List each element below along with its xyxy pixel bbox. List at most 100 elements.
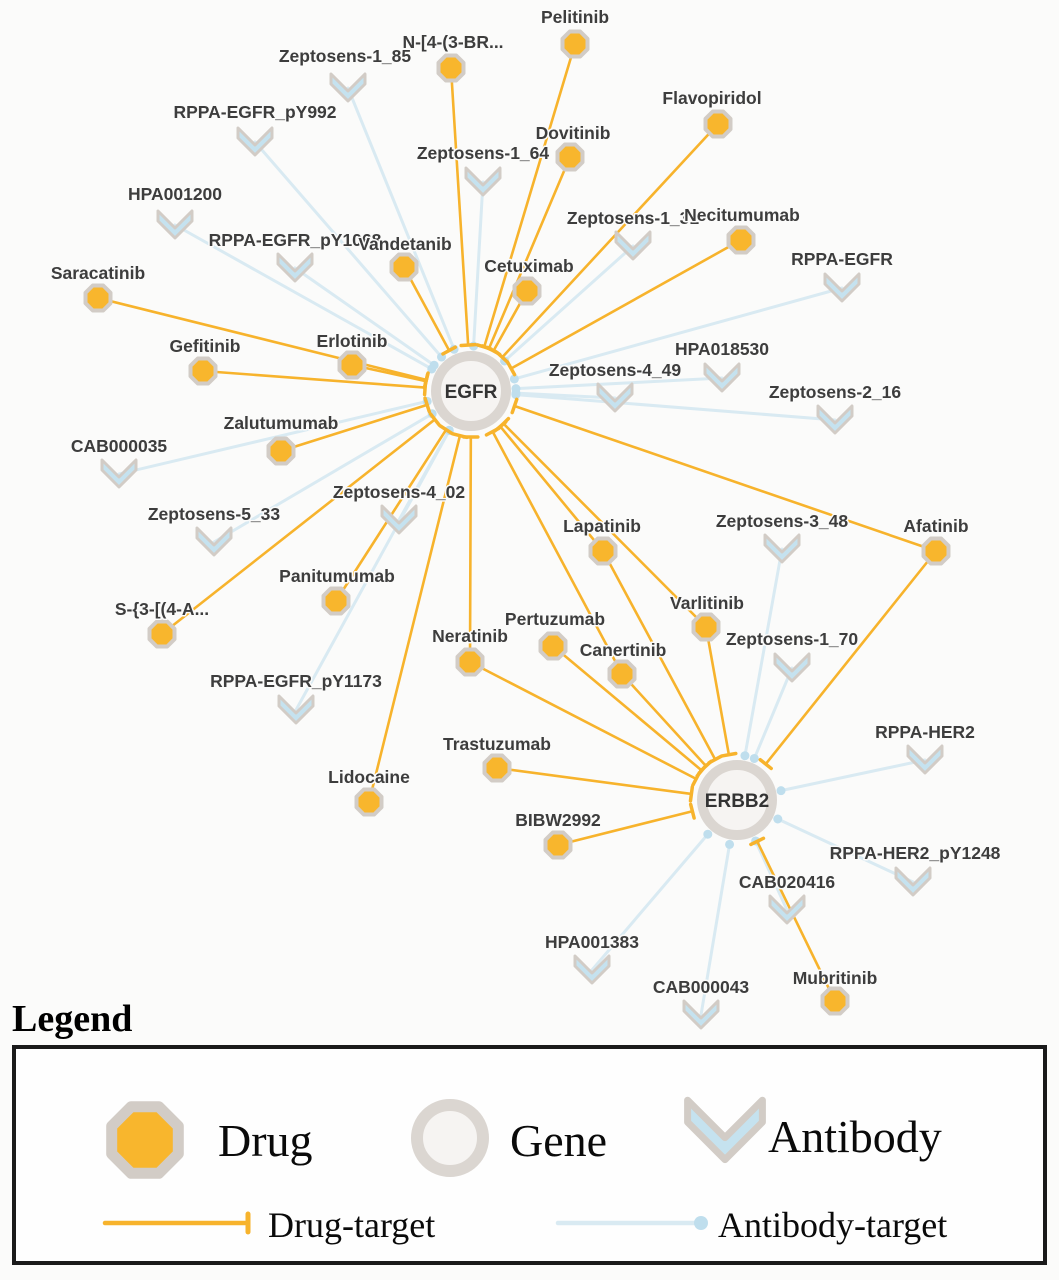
edge-drug-afatinib-erbb2: [764, 549, 938, 766]
antibody-node-cab020416: [768, 894, 806, 925]
drug-node-erlotinib: [337, 350, 367, 380]
drug-node-panitumumab: [321, 586, 351, 616]
antibody-node-zeptosens-1-31: [614, 230, 652, 261]
drug-node-bibw2992: [543, 830, 573, 860]
drug-label-vandetanib: Vandetanib: [358, 234, 451, 254]
labels-layer: EGFRERBB2Zeptosens-1_85RPPA-EGFR_pY992Ze…: [49, 6, 1002, 999]
edge-drug-mubritinib-erbb2: [755, 840, 837, 1003]
drug-label-cetuximab: Cetuximab: [484, 256, 573, 276]
antibody-label-cab000035: CAB000035: [71, 436, 168, 456]
edge-dot-rppa-egfr-egfr: [509, 374, 519, 384]
antibody-label-rppa-egfr-py992: RPPA-EGFR_pY992: [173, 102, 336, 122]
edge-antibody-rppa-egfr-py1068-egfr: [293, 266, 436, 367]
edge-tee-zalutumumab-egfr: [423, 396, 431, 414]
legend-icons: [102, 1096, 766, 1235]
edge-drug-neratinib-egfr: [468, 435, 473, 664]
drug-node-trastuzumab: [482, 753, 512, 783]
drug-node-afatinib: [921, 536, 951, 566]
drug-label-canertinib: Canertinib: [580, 640, 667, 660]
drug-node-canertinib: [607, 659, 637, 689]
antibody-node-rppa-egfr-py1173: [277, 694, 315, 725]
drug-label-varlitinib: Varlitinib: [670, 593, 744, 613]
antibody-node-hpa001383: [573, 954, 611, 985]
antibody-label-zeptosens-1-70: Zeptosens-1_70: [726, 629, 859, 649]
antibody-node-zeptosens-2-16: [816, 404, 854, 435]
antibody-label-zeptosens-1-31: Zeptosens-1_31: [567, 208, 700, 228]
antibody-node-zeptosens-5-33: [195, 526, 233, 557]
edge-antibody-hpa001383-erbb2: [590, 832, 710, 972]
legend-box: [12, 1045, 1047, 1265]
edge-drug-zalutumumab-egfr: [279, 403, 429, 453]
legend-drug-icon: [106, 1101, 184, 1179]
edge-drug-lapatinib-erbb2: [601, 549, 717, 761]
legend-gene-icon: [411, 1099, 489, 1177]
drug-label-s-3-4-a: S-{3-[(4-A...: [115, 599, 209, 619]
drug-label-afatinib: Afatinib: [903, 516, 968, 536]
edge-drug-saracatinib-egfr: [96, 296, 428, 382]
edges-antibody-layer: [117, 86, 927, 1017]
drug-label-flavopiridol: Flavopiridol: [662, 88, 761, 108]
edge-antibody-rppa-egfr-py1173-egfr: [294, 428, 451, 712]
edge-drug-s-3-4-a-egfr: [160, 418, 437, 636]
drug-label-mubritinib: Mubritinib: [793, 968, 878, 988]
legend-antibody-icon: [684, 1096, 766, 1164]
edge-tee-erlotinib-egfr: [422, 372, 430, 390]
antibody-label-zeptosens-3-48: Zeptosens-3_48: [716, 511, 849, 531]
antibody-node-rppa-her2-py1248: [894, 866, 932, 897]
edge-antibody-zeptosens-5-33-egfr: [212, 412, 434, 544]
legend-label-antibody-target: Antibody-target: [718, 1205, 947, 1245]
edge-antibody-hpa001200-egfr: [173, 223, 434, 371]
edge-drug-varlitinib-egfr: [502, 422, 708, 629]
drug-node-pertuzumab: [538, 631, 568, 661]
antibody-node-zeptosens-3-48: [763, 533, 801, 564]
edge-tee-necitumumab-egfr: [505, 360, 517, 377]
edge-dot-rppa-her2-erbb2: [776, 786, 786, 796]
antibody-node-cab000043: [682, 999, 720, 1030]
drug-label-lidocaine: Lidocaine: [328, 767, 410, 787]
drug-node-cetuximab: [512, 276, 542, 306]
antibody-node-rppa-egfr-py1068: [276, 252, 314, 283]
drug-node-varlitinib: [691, 612, 721, 642]
edge-dot-zeptosens-2-16-egfr: [511, 390, 521, 400]
edge-dot-rppa-egfr-py1068-egfr: [429, 360, 439, 370]
antibody-label-zeptosens-2-16: Zeptosens-2_16: [769, 382, 902, 402]
drug-label-n-4-3-br: N-[4-(3-BR...: [402, 32, 503, 52]
edge-drug-vandetanib-egfr: [402, 265, 451, 352]
edge-tee-canertinib-egfr: [484, 426, 501, 437]
edge-drug-neratinib-erbb2: [468, 660, 698, 781]
edge-tee-s-3-4-a-egfr: [428, 412, 441, 427]
antibody-label-rppa-egfr-py1068: RPPA-EGFR_pY1068: [209, 230, 382, 250]
edge-drug-gefitinib-egfr: [201, 369, 427, 389]
antibody-node-cab000035: [100, 458, 138, 489]
gene-label-erbb2: ERBB2: [705, 791, 769, 812]
drug-label-neratinib: Neratinib: [432, 626, 508, 646]
antibody-label-rppa-egfr: RPPA-EGFR: [791, 249, 893, 269]
drug-node-neratinib: [455, 647, 485, 677]
legend-antibody-target-dot: [694, 1216, 708, 1230]
drug-label-gefitinib: Gefitinib: [170, 336, 241, 356]
edge-antibody-zeptosens-2-16-egfr: [514, 393, 837, 422]
drug-label-pelitinib: Pelitinib: [541, 7, 609, 27]
edge-drug-pertuzumab-erbb2: [551, 644, 704, 772]
edge-antibody-zeptosens-1-70-erbb2: [752, 666, 794, 760]
edge-antibody-cab020416-erbb2: [754, 839, 789, 912]
antibody-node-rppa-her2: [906, 744, 944, 775]
antibody-node-hpa001200: [156, 209, 194, 240]
edge-tee-afatinib-egfr: [510, 397, 519, 415]
edge-antibody-rppa-egfr-py992-egfr: [253, 140, 444, 359]
antibody-label-hpa001383: HPA001383: [545, 932, 639, 952]
gene-node-erbb2: [697, 760, 777, 840]
edge-drug-n-4-3-br-egfr: [449, 66, 470, 347]
drug-node-gefitinib: [188, 356, 218, 386]
edge-antibody-cab000035-egfr: [117, 399, 429, 476]
edge-tee-mubritinib-erbb2: [749, 836, 766, 847]
antibody-label-zeptosens-1-64: Zeptosens-1_64: [417, 143, 550, 163]
drug-label-panitumumab: Panitumumab: [279, 566, 395, 586]
edge-tee-bibw2992-erbb2: [688, 802, 696, 820]
drug-label-dovitinib: Dovitinib: [536, 123, 611, 143]
edge-drug-dovitinib-egfr: [487, 155, 572, 350]
edge-dot-zeptosens-1-70-erbb2: [749, 753, 759, 763]
edge-antibody-zeptosens-1-85-egfr: [346, 86, 456, 351]
edge-antibody-rppa-egfr-egfr: [512, 286, 844, 381]
edge-drug-bibw2992-erbb2: [556, 809, 694, 847]
